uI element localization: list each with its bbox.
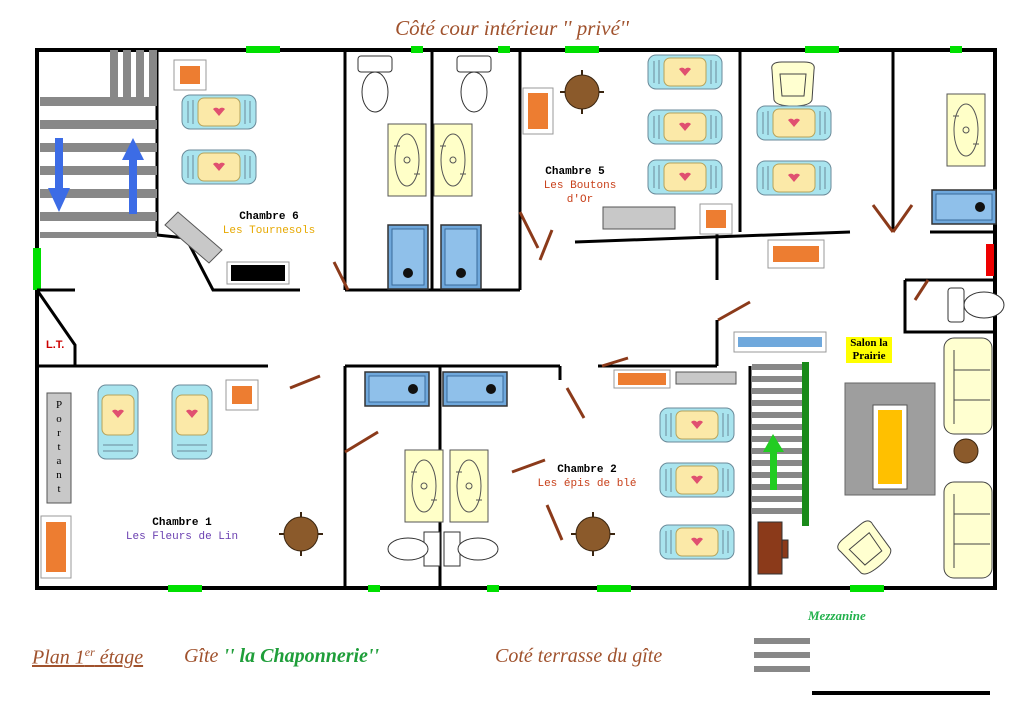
outer-walls	[35, 48, 997, 590]
salon-label: Salon la Prairie	[846, 337, 892, 363]
nightstand	[699, 203, 733, 235]
lt-label: L.T.	[46, 339, 65, 351]
bed	[647, 54, 723, 90]
plan-prefix: Plan 1	[32, 646, 85, 669]
bench	[602, 206, 676, 230]
round-table-icon	[570, 511, 616, 557]
portant-letter: n	[56, 469, 62, 481]
terrace-label: Coté terrasse du gîte	[495, 645, 663, 667]
shower-icon	[440, 224, 482, 290]
toilet-icon	[357, 55, 393, 113]
round-table-icon	[278, 511, 324, 557]
bed	[97, 384, 139, 460]
bed	[659, 407, 735, 443]
shower-icon	[364, 371, 430, 407]
room-name: Les Boutons d'Or	[543, 180, 617, 206]
windows	[33, 46, 962, 592]
stairs-down-arrow-icon	[48, 138, 70, 212]
desk	[757, 521, 789, 575]
bed	[659, 524, 735, 560]
stairs-up-arrow-icon	[122, 138, 144, 214]
toilet-icon	[456, 55, 492, 113]
room-label-chambre5: Chambre 5 Les Boutons d'Or	[520, 165, 630, 207]
sink-icon	[404, 449, 444, 523]
portant-letter: r	[57, 427, 61, 439]
portant-label: P o r t a n t	[53, 398, 65, 496]
room-label-chambre6: Chambre 6 Les Tournesols	[214, 210, 324, 238]
bed	[756, 105, 832, 141]
room-title: Chambre 6	[239, 211, 299, 223]
red-marker	[986, 244, 994, 276]
sink-icon	[449, 449, 489, 523]
shower-icon	[931, 189, 997, 225]
armchair-icon	[834, 517, 897, 580]
plan-label: Plan 1er étage	[32, 645, 143, 670]
sofa-icon	[943, 337, 993, 435]
page-title: Côté cour intérieur '' privé''	[395, 16, 629, 40]
nightstand	[173, 59, 207, 91]
portant-letter: a	[56, 455, 62, 467]
portant-letter: t	[57, 483, 61, 495]
toilet-icon	[443, 531, 499, 567]
round-table-icon	[559, 69, 605, 115]
sink-icon	[387, 123, 427, 197]
mezzanine-label: Mezzanine	[808, 608, 866, 623]
room-title: Chambre 5	[545, 166, 605, 178]
radiator	[231, 265, 285, 281]
portant-letter: P	[55, 399, 63, 411]
bed	[181, 94, 257, 130]
portant-rack	[46, 392, 72, 504]
portant-letter: t	[57, 441, 61, 453]
room-label-chambre1: Chambre 1 Les Fleurs de Lin	[112, 516, 252, 544]
plan-suffix: étage	[94, 646, 144, 669]
doors	[289, 204, 930, 541]
bed	[647, 159, 723, 195]
bench	[164, 211, 223, 264]
staircase-main	[40, 50, 157, 238]
bed	[659, 462, 735, 498]
gite-name: '' la Chaponnerie''	[223, 645, 380, 667]
shower-icon	[387, 224, 429, 290]
room-title: Chambre 2	[557, 464, 617, 476]
legend-stairs	[754, 638, 810, 672]
gite-label: Gîte '' la Chaponnerie''	[184, 645, 379, 668]
room-name: Les Fleurs de Lin	[125, 531, 239, 543]
side-table	[953, 438, 979, 464]
stairs-up-arrow-icon	[763, 434, 784, 490]
sofa-icon	[943, 481, 993, 579]
room-title: Chambre 1	[152, 517, 212, 529]
sink-icon	[433, 123, 473, 197]
sink-icon	[946, 93, 986, 167]
gite-prefix: Gîte	[184, 645, 224, 667]
portant-letter: o	[56, 413, 62, 425]
plan-sup: er	[84, 645, 95, 659]
shower-icon	[442, 371, 508, 407]
bed	[756, 160, 832, 196]
staircase-mezzanine	[752, 362, 809, 526]
room-name: Les épis de blé	[537, 478, 637, 490]
bench	[675, 371, 737, 385]
armchair-icon	[771, 61, 815, 107]
bed	[647, 109, 723, 145]
bed	[171, 384, 213, 460]
legend-line	[812, 691, 990, 695]
nightstand	[225, 379, 259, 411]
room-name: Les Tournesols	[222, 225, 316, 237]
interior-walls	[35, 50, 993, 588]
toilet-icon	[387, 531, 441, 567]
room-label-chambre2: Chambre 2 Les épis de blé	[522, 463, 652, 491]
bed	[181, 149, 257, 185]
